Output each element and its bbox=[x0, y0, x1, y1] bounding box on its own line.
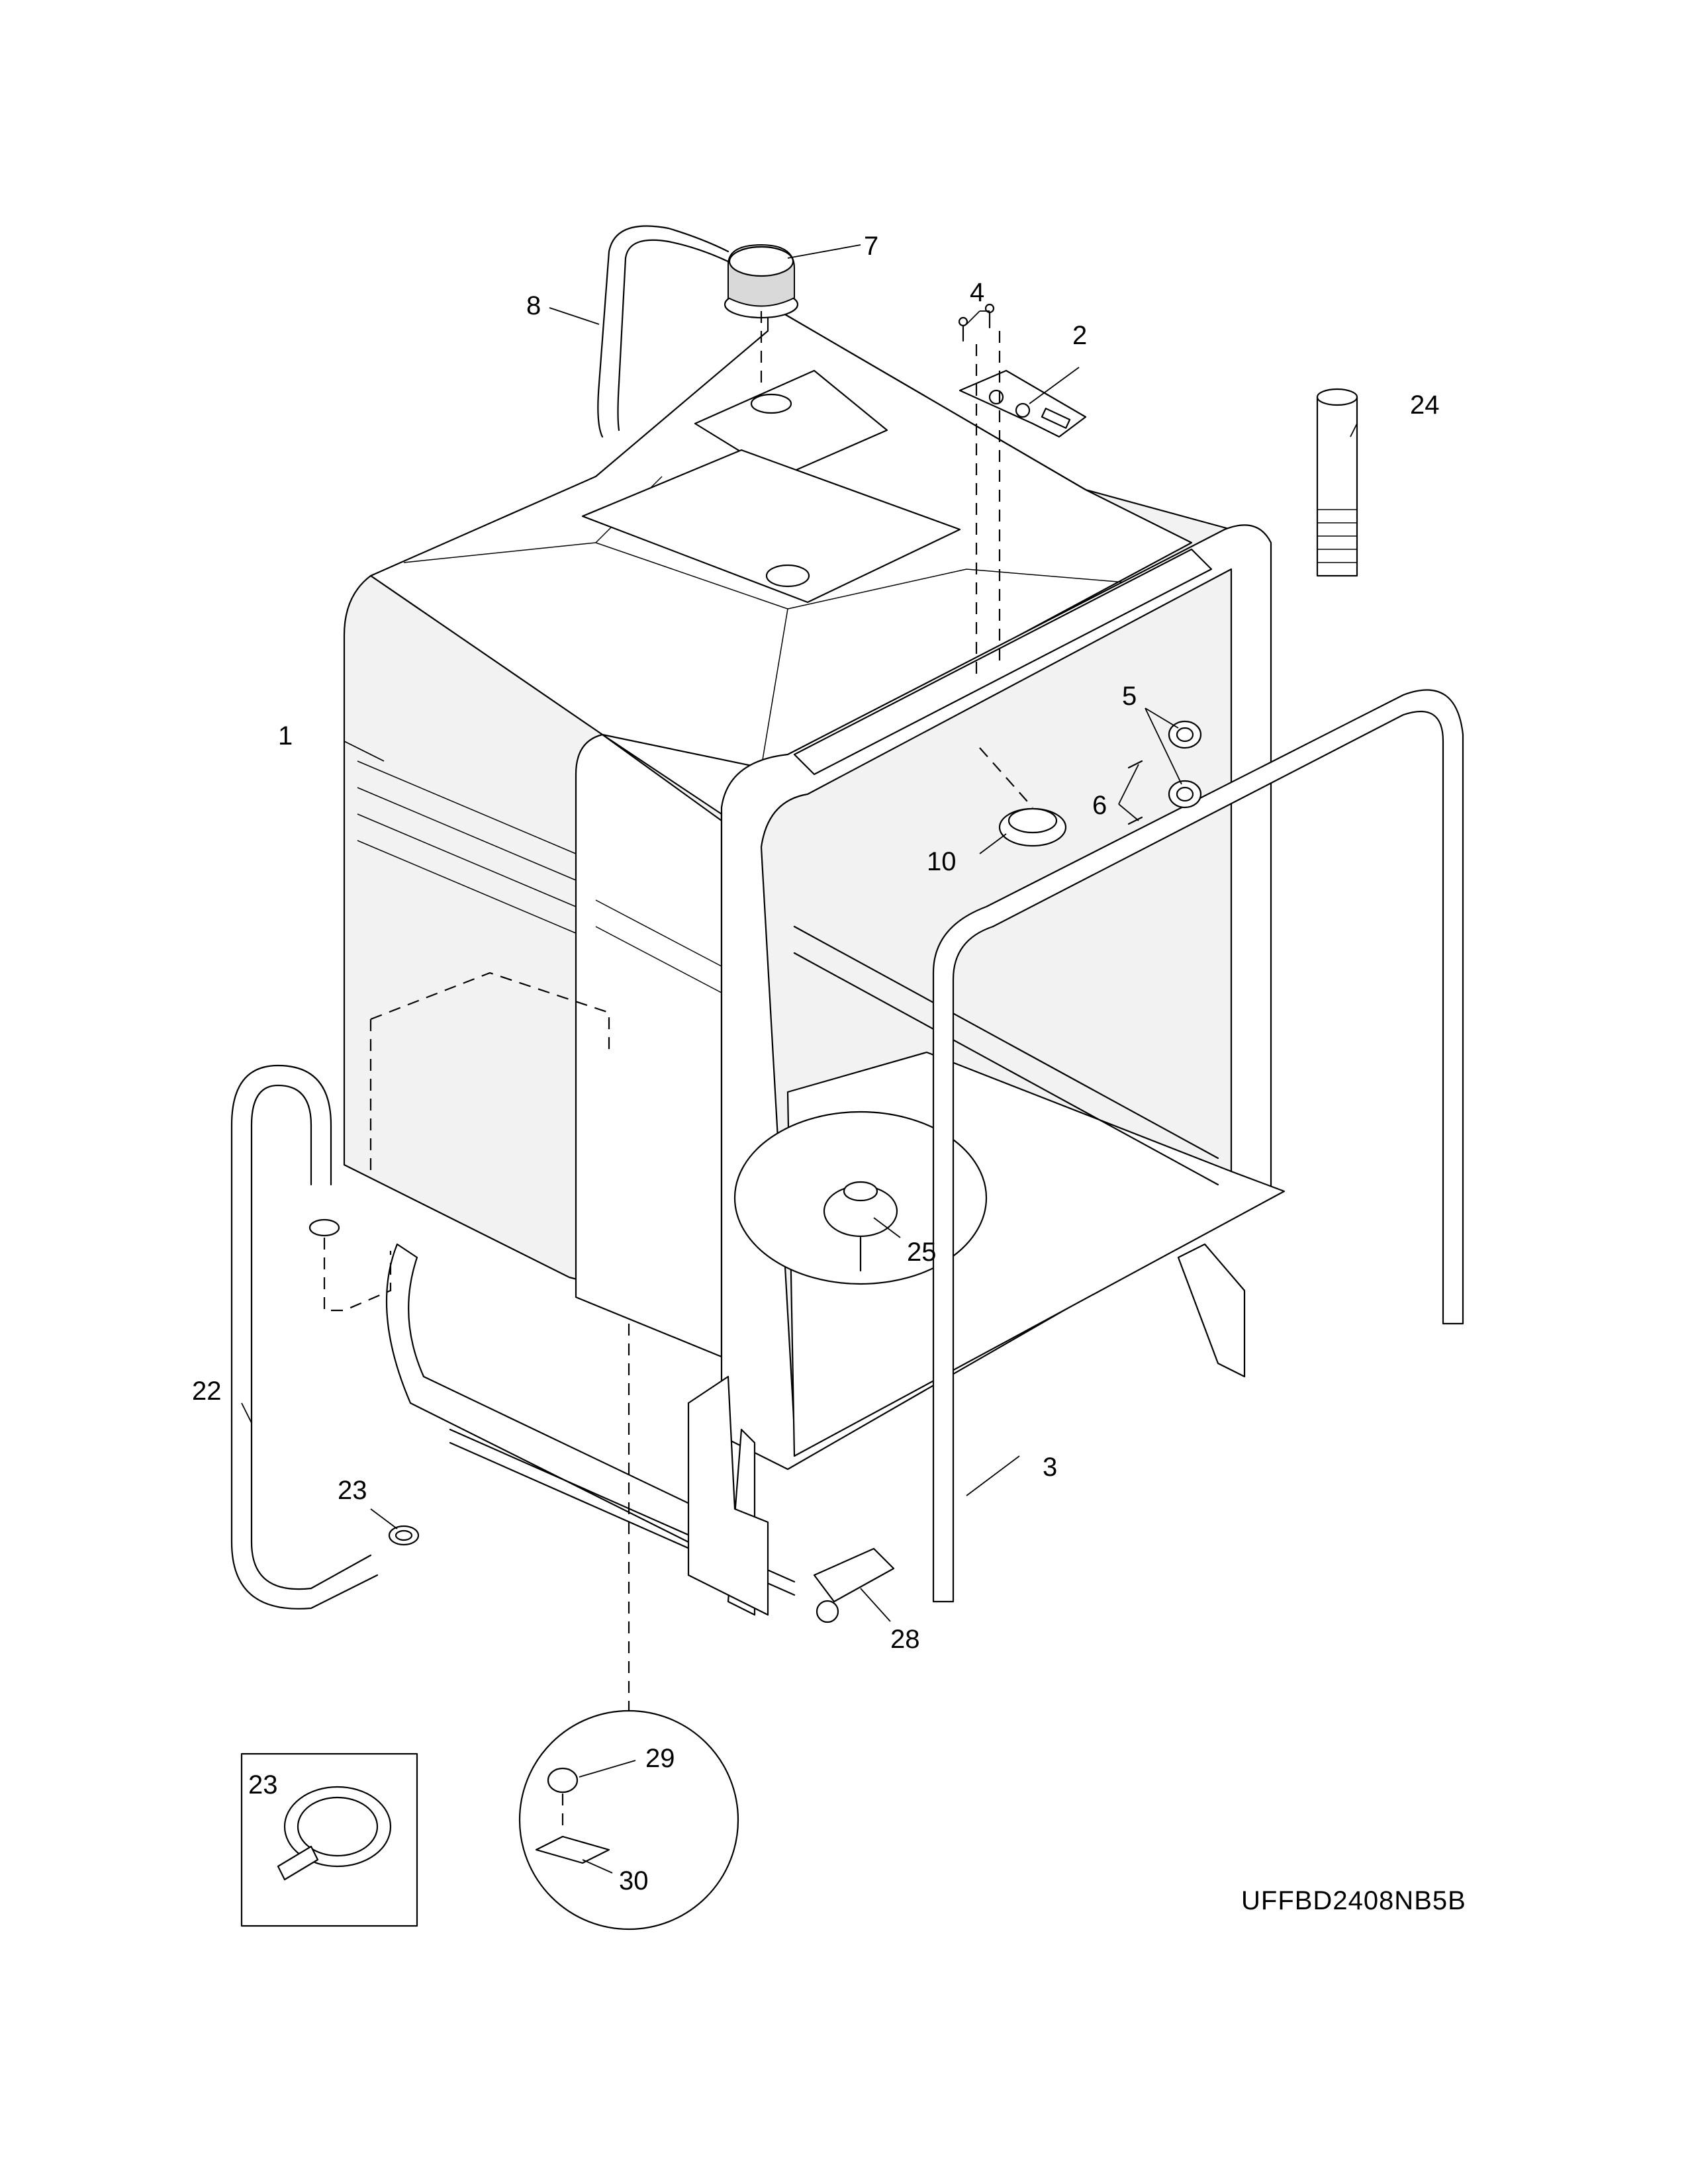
callout-25: 25 bbox=[907, 1238, 937, 1267]
screws-side bbox=[1127, 760, 1143, 825]
vent-hose bbox=[597, 225, 729, 438]
callout-23-hose: 23 bbox=[338, 1476, 367, 1505]
callout-28: 28 bbox=[890, 1625, 920, 1654]
callout-4: 4 bbox=[970, 278, 984, 307]
callout-10: 10 bbox=[927, 847, 957, 876]
callout-2: 2 bbox=[1072, 321, 1087, 350]
float bbox=[823, 1181, 898, 1272]
callout-5: 5 bbox=[1122, 682, 1137, 711]
callout-1: 1 bbox=[278, 721, 293, 751]
callout-30: 30 bbox=[619, 1866, 649, 1895]
callout-6: 6 bbox=[1092, 791, 1107, 820]
callout-24: 24 bbox=[1410, 390, 1440, 420]
grommets bbox=[1168, 720, 1202, 809]
tub-assembly bbox=[343, 303, 1286, 1616]
callout-7: 7 bbox=[864, 232, 878, 261]
drain-hose bbox=[250, 1084, 372, 1590]
door-gasket bbox=[932, 689, 1464, 1603]
callout-23-inset: 23 bbox=[248, 1770, 278, 1799]
model-number: UFFBD2408NB5B bbox=[1241, 1886, 1466, 1915]
top-label-large bbox=[581, 449, 961, 604]
screws-top bbox=[958, 303, 995, 342]
drain-spout bbox=[1316, 388, 1358, 577]
top-opening bbox=[765, 564, 810, 588]
hose-clamp-lower bbox=[388, 1525, 420, 1546]
switch-detail-inset bbox=[518, 1709, 739, 1931]
hose-clamp-upper bbox=[308, 1218, 340, 1237]
alignment-lines bbox=[323, 311, 1033, 1721]
vent-opening bbox=[750, 393, 792, 414]
callout-leaders bbox=[241, 244, 1358, 1874]
float-switch bbox=[813, 1547, 895, 1623]
fill-nut bbox=[998, 807, 1067, 847]
callout-8: 8 bbox=[526, 291, 541, 320]
clamp-detail-inset bbox=[240, 1752, 418, 1927]
callout-29: 29 bbox=[645, 1744, 675, 1773]
callout-22: 22 bbox=[192, 1377, 222, 1406]
vent-cap bbox=[724, 244, 799, 319]
callout-3: 3 bbox=[1043, 1453, 1057, 1482]
